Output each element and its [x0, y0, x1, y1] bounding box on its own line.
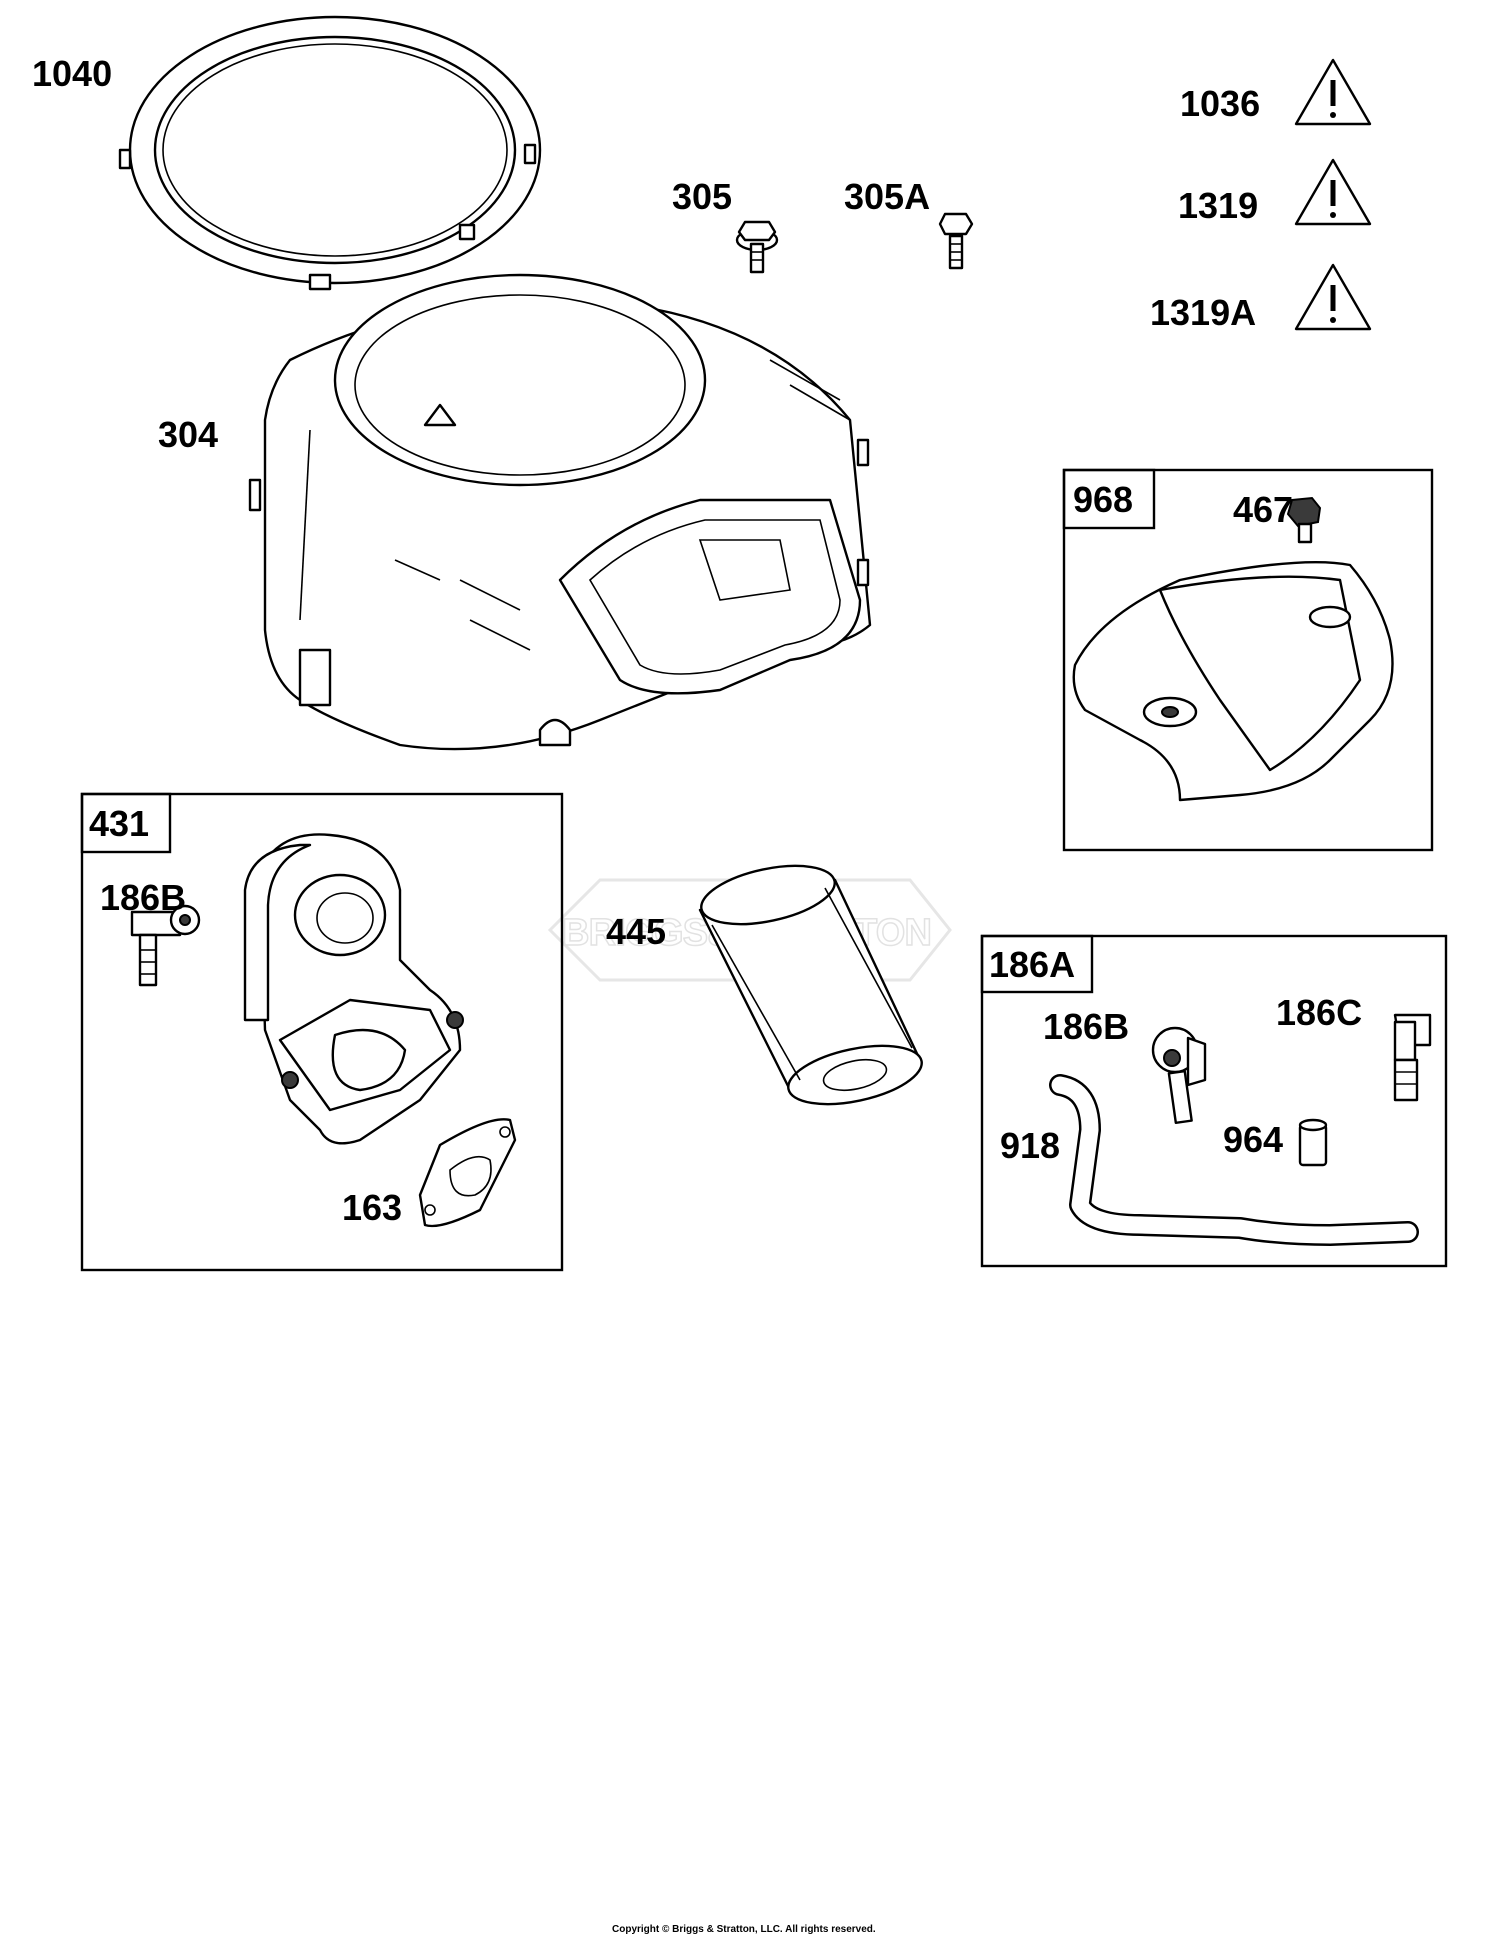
- kit-box-968: [1062, 468, 1434, 852]
- kit-box-431: [80, 792, 564, 1272]
- callout-1040: 1040: [32, 53, 112, 94]
- part-1040-ring: [118, 15, 542, 291]
- callout-467: 467: [1233, 489, 1293, 530]
- callout-305a: 305A: [844, 176, 930, 217]
- part-445-air-filter: [698, 864, 923, 1106]
- callout-186b-right: 186B: [1043, 1006, 1129, 1047]
- part-918-fuel-line: [1049, 1074, 1419, 1246]
- callout-1036: 1036: [1180, 83, 1260, 124]
- warning-triangle-icon: [1294, 58, 1372, 126]
- part-186b-fitting-left: [130, 904, 201, 987]
- part-968-air-cleaner-cover: [1072, 560, 1394, 802]
- callout-186c: 186C: [1276, 992, 1362, 1033]
- callout-964: 964: [1223, 1119, 1283, 1160]
- part-964-sleeve: [1298, 1118, 1328, 1167]
- callout-1319a: 1319A: [1150, 292, 1256, 333]
- callout-431: 431: [89, 803, 149, 844]
- callout-918: 918: [1000, 1125, 1060, 1166]
- callout-163: 163: [342, 1187, 402, 1228]
- part-186c-elbow: [1393, 1013, 1432, 1102]
- warning-triangle-icon: [1294, 263, 1372, 331]
- part-186b-fitting-right: [1151, 1026, 1207, 1125]
- part-163-gasket: [418, 1118, 517, 1228]
- callout-186a: 186A: [989, 944, 1075, 985]
- callout-305: 305: [672, 176, 732, 217]
- callout-968: 968: [1073, 479, 1133, 520]
- copyright-notice: Copyright © Briggs & Stratton, LLC. All …: [612, 1924, 876, 1935]
- kit-box-186a: [980, 934, 1448, 1268]
- warning-triangle-icon: [1294, 158, 1372, 226]
- part-304-blower-housing: [248, 273, 872, 751]
- callout-1319: 1319: [1178, 185, 1258, 226]
- part-305-flange-bolt: [735, 220, 779, 274]
- kit-box-186a-tag: [980, 934, 1094, 994]
- part-431-air-cleaner-base: [243, 833, 464, 1145]
- callout-445: 445: [606, 911, 666, 952]
- callout-304: 304: [158, 414, 218, 455]
- kit-box-431-tag: [80, 792, 172, 854]
- callout-186b-left: 186B: [100, 877, 186, 918]
- part-305a-screw: [938, 212, 974, 270]
- part-467-knob: [1286, 496, 1322, 544]
- kit-box-968-tag: [1062, 468, 1156, 530]
